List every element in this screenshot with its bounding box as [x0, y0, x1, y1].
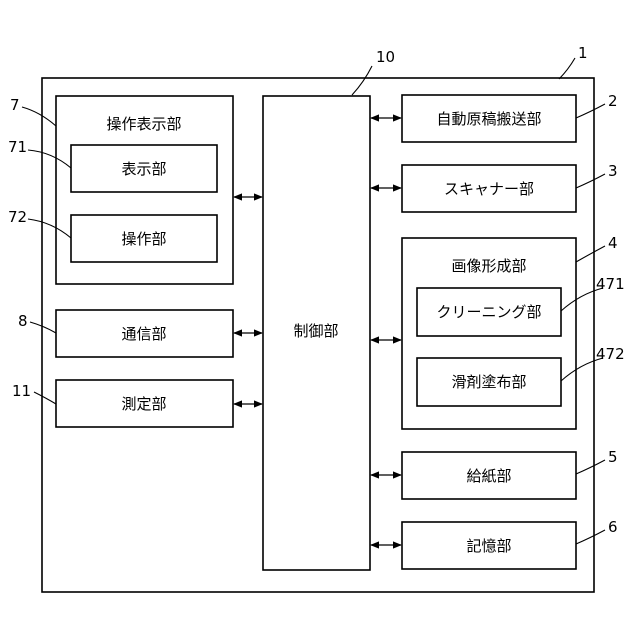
display-ref: 71 [8, 138, 27, 156]
operation-ref: 72 [8, 208, 27, 226]
scanner-label: スキャナー部 [444, 180, 534, 198]
lubricant-label: 滑剤塗布部 [451, 373, 526, 391]
control-label: 制御部 [293, 322, 338, 340]
communication-ref: 8 [18, 312, 28, 330]
cleaning-label: クリーニング部 [436, 303, 541, 321]
apparatus-leader [559, 58, 575, 79]
paper-feed-label: 給紙部 [466, 467, 511, 485]
measurement-ref: 11 [12, 382, 31, 400]
control-ref: 10 [376, 48, 395, 66]
storage-ref: 6 [608, 518, 618, 536]
operation-display-label: 操作表示部 [106, 115, 181, 133]
cleaning-ref: 471 [596, 275, 625, 293]
apparatus-ref: 1 [578, 44, 588, 62]
paper-feed-ref: 5 [608, 448, 618, 466]
image-forming-ref: 4 [608, 234, 618, 252]
adf-ref: 2 [608, 92, 618, 110]
lubricant-ref: 472 [596, 345, 625, 363]
image-forming-label: 画像形成部 [451, 257, 526, 275]
operation-label: 操作部 [121, 230, 166, 248]
communication-label: 通信部 [121, 325, 166, 343]
scanner-ref: 3 [608, 162, 618, 180]
storage-label: 記憶部 [466, 537, 511, 555]
operation-display-ref: 7 [10, 96, 20, 114]
measurement-label: 測定部 [121, 395, 166, 413]
display-label: 表示部 [121, 160, 166, 178]
adf-label: 自動原稿搬送部 [436, 110, 541, 128]
